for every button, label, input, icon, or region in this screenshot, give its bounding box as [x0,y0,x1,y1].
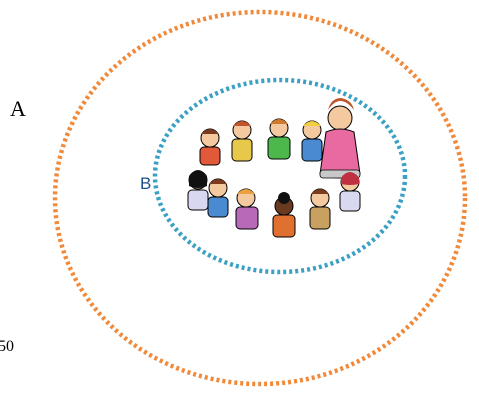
child-10 [339,172,361,212]
outer-circle-a [52,9,468,387]
child-3 [267,118,291,160]
inner-circle-b [152,77,408,275]
child-8 [272,192,296,238]
child-4 [301,120,323,162]
child-5 [187,170,209,211]
cropped-number-label: 50 [0,338,14,355]
children-sitting-in-circle-with-teacher-icon [187,98,361,238]
teacher-figure [319,98,361,179]
label-b: B [140,174,152,193]
child-2 [231,120,253,162]
child-1 [199,128,221,166]
child-6 [207,178,229,218]
child-9 [309,188,331,230]
child-7 [235,188,259,230]
label-a: A [10,96,26,121]
